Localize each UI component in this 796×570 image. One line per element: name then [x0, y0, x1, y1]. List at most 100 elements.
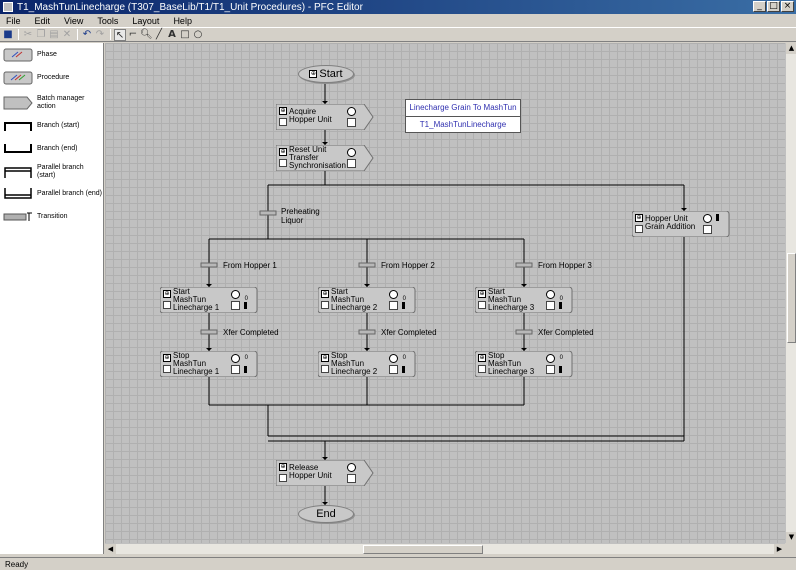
status-box-icon [703, 225, 712, 234]
menu-file[interactable]: File [6, 15, 21, 26]
step-start-linecharge-2[interactable]: ⊕ Start MashTun Linecharge 2 0 [318, 287, 416, 313]
transition-preheating-liquor[interactable]: Preheating Liquor [281, 207, 320, 225]
step-stop-linecharge-3[interactable]: ⊕ Stop MashTun Linecharge 3 0 [475, 351, 573, 377]
status-box-icon [347, 474, 356, 483]
menu-bar: File Edit View Tools Layout Help [0, 14, 796, 27]
menu-layout[interactable]: Layout [132, 15, 160, 26]
status-circle-icon [546, 354, 555, 363]
step-stop-linecharge-1[interactable]: ⊕ Stop MashTun Linecharge 1 0 [160, 351, 258, 377]
step-release-hopper-unit[interactable]: ⊕ Release Hopper Unit [276, 460, 374, 486]
status-circle-icon [389, 354, 398, 363]
scroll-right-icon[interactable]: ▶ [774, 544, 785, 555]
connector-tool-icon[interactable]: ⌐ [128, 28, 138, 40]
branch-end-icon [4, 144, 32, 153]
transition-from-hopper-2[interactable]: From Hopper 2 [381, 261, 435, 270]
status-bar: Ready [0, 557, 796, 570]
palette-item-batch-action[interactable]: Batch manager action [3, 95, 103, 111]
transition-xfer-completed-3[interactable]: Xfer Completed [538, 328, 594, 337]
menu-edit[interactable]: Edit [34, 15, 51, 26]
transition-from-hopper-1[interactable]: From Hopper 1 [223, 261, 277, 270]
text-tool-icon[interactable]: A [168, 28, 176, 40]
step-checkbox[interactable] [478, 365, 486, 373]
delete-icon[interactable]: ✕ [62, 28, 72, 40]
step-type-icon: ⊕ [279, 107, 287, 115]
transition-bar [259, 210, 277, 216]
maximize-button[interactable]: □ [767, 1, 780, 12]
status-box-icon [347, 159, 356, 168]
status-circle-icon [347, 148, 356, 157]
redo-icon[interactable]: ↷ [95, 28, 105, 40]
scroll-down-icon[interactable]: ▼ [786, 532, 796, 543]
step-acquire-hopper-unit[interactable]: ⊕ Acquire Hopper Unit [276, 104, 374, 130]
status-bar-icon [402, 302, 405, 309]
save-icon[interactable]: ■ [3, 28, 13, 40]
status-circle-icon [347, 463, 356, 472]
step-stop-linecharge-2[interactable]: ⊕ Stop MashTun Linecharge 2 0 [318, 351, 416, 377]
status-circle-icon [703, 214, 712, 223]
menu-view[interactable]: View [64, 15, 84, 26]
step-checkbox[interactable] [163, 301, 171, 309]
palette-item-phase[interactable]: Phase [3, 48, 103, 62]
step-checkbox[interactable] [635, 225, 643, 233]
palette-item-procedure[interactable]: Procedure [3, 71, 103, 85]
zoom-tool-icon[interactable]: 🔍︎ [140, 28, 153, 40]
paste-icon[interactable]: ▤ [49, 28, 59, 40]
step-type-icon: ⊕ [163, 354, 171, 362]
status-bar-icon [244, 302, 247, 309]
cut-icon[interactable]: ✂ [23, 28, 33, 40]
step-checkbox[interactable] [321, 301, 329, 309]
step-hopper-grain-addition[interactable]: ⊕ Hopper Unit Grain Addition [632, 211, 730, 237]
procedure-icon [3, 71, 33, 85]
undo-icon[interactable]: ↶ [82, 28, 92, 40]
vertical-scrollbar[interactable]: ▲ ▼ [785, 43, 796, 543]
step-type-icon: ⊕ [321, 354, 329, 362]
copy-icon[interactable]: ❐ [36, 28, 46, 40]
transition-from-hopper-3[interactable]: From Hopper 3 [538, 261, 592, 270]
step-checkbox[interactable] [321, 365, 329, 373]
start-label: Start [319, 68, 343, 80]
palette-item-branch-end[interactable]: Branch (end) [3, 142, 103, 156]
rectangle-tool-icon[interactable]: □ [180, 28, 190, 40]
transition-xfer-completed-1[interactable]: Xfer Completed [223, 328, 279, 337]
line-tool-icon[interactable]: ╱ [155, 28, 163, 40]
step-checkbox[interactable] [279, 118, 287, 126]
status-bar-icon [559, 366, 562, 373]
ellipse-tool-icon[interactable]: ○ [193, 28, 203, 40]
end-node[interactable]: End [298, 505, 354, 523]
menu-help[interactable]: Help [173, 15, 192, 26]
connection-lines [200, 83, 687, 505]
step-checkbox[interactable] [279, 159, 287, 167]
vertical-scroll-thumb[interactable] [787, 253, 796, 343]
scroll-left-icon[interactable]: ◀ [105, 544, 116, 555]
batch-action-icon [3, 96, 33, 110]
palette-item-branch-start[interactable]: Branch (start) [3, 119, 103, 133]
status-box-icon [347, 118, 356, 127]
horizontal-scroll-thumb[interactable] [363, 545, 483, 554]
procedure-info-box[interactable]: Linecharge Grain To MashTun T1_MashTunLi… [405, 99, 521, 133]
step-type-icon: ⊕ [309, 70, 318, 79]
pointer-tool-icon[interactable]: ↖ [114, 28, 126, 41]
step-start-linecharge-3[interactable]: ⊕ Start MashTun Linecharge 3 0 [475, 287, 573, 313]
scroll-up-icon[interactable]: ▲ [786, 43, 796, 54]
minimize-button[interactable]: _ [753, 1, 766, 12]
phase-icon [3, 48, 33, 62]
step-checkbox[interactable] [279, 474, 287, 482]
menu-tools[interactable]: Tools [97, 15, 119, 26]
start-node[interactable]: ⊕Start [298, 65, 354, 83]
step-checkbox[interactable] [478, 301, 486, 309]
status-bar-icon [716, 214, 719, 221]
palette-item-parallel-end[interactable]: Parallel branch (end) [3, 187, 103, 201]
window-title: T1_MashTunLinecharge (T307_BaseLib/T1/T1… [17, 1, 363, 13]
close-button[interactable]: × [781, 1, 794, 12]
palette-item-parallel-start[interactable]: Parallel branch (start) [3, 164, 103, 180]
pfc-canvas[interactable]: ⊕Start End Linecharge Grain To MashTun T… [105, 43, 785, 543]
step-reset-unit-transfer[interactable]: ⊕ Reset Unit Transfer Synchronisation [276, 145, 374, 171]
palette-item-transition[interactable]: Transition [3, 210, 103, 224]
step-start-linecharge-1[interactable]: ⊕ Start MashTun Linecharge 1 0 [160, 287, 258, 313]
step-checkbox[interactable] [163, 365, 171, 373]
transition-xfer-completed-2[interactable]: Xfer Completed [381, 328, 437, 337]
horizontal-scrollbar[interactable]: ◀ ▶ [105, 543, 785, 555]
app-icon [3, 2, 13, 12]
info-description: Linecharge Grain To MashTun [406, 100, 520, 117]
parallel-end-icon [4, 188, 32, 199]
